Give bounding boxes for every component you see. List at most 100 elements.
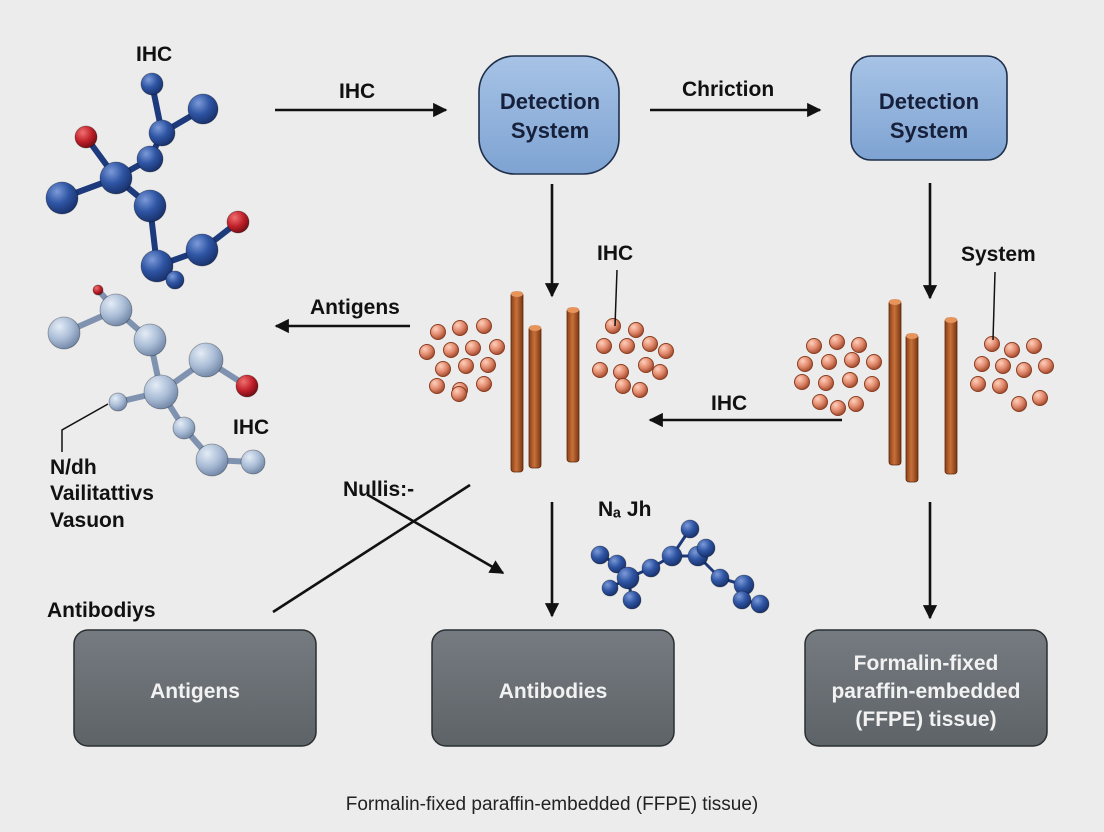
label-ihc-top-left: IHC — [136, 43, 172, 66]
bead — [435, 361, 451, 377]
label-nullis: Nullis:- — [343, 478, 414, 501]
rod — [528, 325, 542, 469]
molecule-light — [47, 284, 266, 477]
molecule-atom — [99, 293, 133, 327]
molecule-atom — [226, 210, 250, 234]
bead — [848, 396, 864, 412]
label-system-right: System — [961, 243, 1036, 266]
molecule-atom — [187, 93, 219, 125]
ffpe-box-line2: paraffin-embedded — [831, 680, 1020, 703]
bead — [489, 339, 505, 355]
label-antibodiys: Antibodiys — [47, 599, 156, 622]
molecule-atom — [143, 374, 179, 410]
rod-cap — [889, 299, 901, 305]
rod — [510, 291, 524, 473]
molecule-atom — [47, 316, 81, 350]
bead — [429, 378, 445, 394]
bead — [658, 343, 674, 359]
antibodies-box[interactable]: Antibodies — [431, 629, 675, 747]
molecule-atom — [136, 145, 164, 173]
molecule-atom — [601, 579, 619, 597]
detection-system-node-2[interactable]: Detection System — [850, 55, 1008, 161]
rod-cap — [529, 325, 541, 331]
molecule-atom — [133, 189, 167, 223]
bead — [842, 372, 858, 388]
bead — [970, 376, 986, 392]
molecule-chain — [590, 519, 770, 614]
bead — [451, 386, 467, 402]
molecule-atom — [133, 323, 167, 357]
molecule-atom — [750, 594, 770, 614]
molecule-atom — [74, 125, 98, 149]
bead — [797, 356, 813, 372]
label-ihc-mid: IHC — [597, 242, 633, 265]
molecule-atom — [165, 270, 185, 290]
bead — [443, 342, 459, 358]
bead — [995, 358, 1011, 374]
leader-ihc-mid — [614, 269, 618, 327]
molecule-atom — [622, 590, 642, 610]
bead — [1038, 358, 1054, 374]
detection-node-1-line1: Detection — [500, 89, 600, 114]
bead — [974, 356, 990, 372]
bead — [619, 338, 635, 354]
bead — [866, 354, 882, 370]
molecule-atom — [680, 519, 700, 539]
molecule-atom — [696, 538, 716, 558]
antigen-cluster-right — [794, 299, 1054, 483]
line-antibodiys-diagonal — [272, 483, 471, 614]
rod-cap — [945, 317, 957, 323]
bead — [592, 362, 608, 378]
molecule-atom — [590, 545, 610, 565]
label-chriction: Chriction — [682, 78, 774, 101]
rod-cap — [511, 291, 523, 297]
leader-ndh — [61, 403, 109, 452]
antigens-box[interactable]: Antigens — [73, 629, 317, 747]
detection-system-node-1[interactable]: Detection System — [478, 55, 620, 175]
molecule-atom — [92, 284, 104, 296]
detection-node-2-line2: System — [890, 118, 968, 143]
bead — [992, 378, 1008, 394]
molecule-atom — [710, 568, 730, 588]
molecule-atom — [661, 545, 683, 567]
figure-caption: Formalin-fixed paraffin-embedded (FFPE) … — [346, 794, 759, 815]
bead — [628, 322, 644, 338]
bead — [830, 400, 846, 416]
label-ndh-line3: Vasuon — [50, 509, 125, 532]
molecule-atom — [641, 558, 661, 578]
detection-node-2-line1: Detection — [879, 89, 979, 114]
rod-cap — [906, 333, 918, 339]
label-no-jh: Nₐ Jh — [598, 498, 651, 521]
rod — [905, 333, 919, 483]
label-ndh-line1: N/dh — [50, 456, 97, 479]
molecule-atom — [140, 72, 164, 96]
bead — [632, 382, 648, 398]
molecule-atom — [172, 416, 196, 440]
molecule-atom — [99, 161, 133, 195]
rod-cap — [567, 307, 579, 313]
molecule-atom — [616, 566, 640, 590]
bead — [476, 318, 492, 334]
label-antigens-arrow: Antigens — [310, 296, 400, 319]
bead — [1004, 342, 1020, 358]
bead — [430, 324, 446, 340]
rod — [888, 299, 902, 466]
ffpe-box[interactable]: Formalin-fixed paraffin-embedded (FFPE) … — [804, 629, 1048, 747]
molecule-atom — [195, 443, 229, 477]
molecule-atom — [140, 249, 174, 283]
bead — [465, 340, 481, 356]
bead — [1032, 390, 1048, 406]
molecule-atom — [240, 449, 266, 475]
bead — [638, 357, 654, 373]
bead — [812, 394, 828, 410]
bead — [652, 364, 668, 380]
label-ihc-molecule: IHC — [233, 416, 269, 439]
bead — [844, 352, 860, 368]
bead — [458, 358, 474, 374]
molecule-blue-red — [45, 72, 250, 290]
bead — [419, 344, 435, 360]
bead — [1016, 362, 1032, 378]
bead — [596, 338, 612, 354]
leader-system-right — [992, 271, 996, 341]
bead — [613, 364, 629, 380]
